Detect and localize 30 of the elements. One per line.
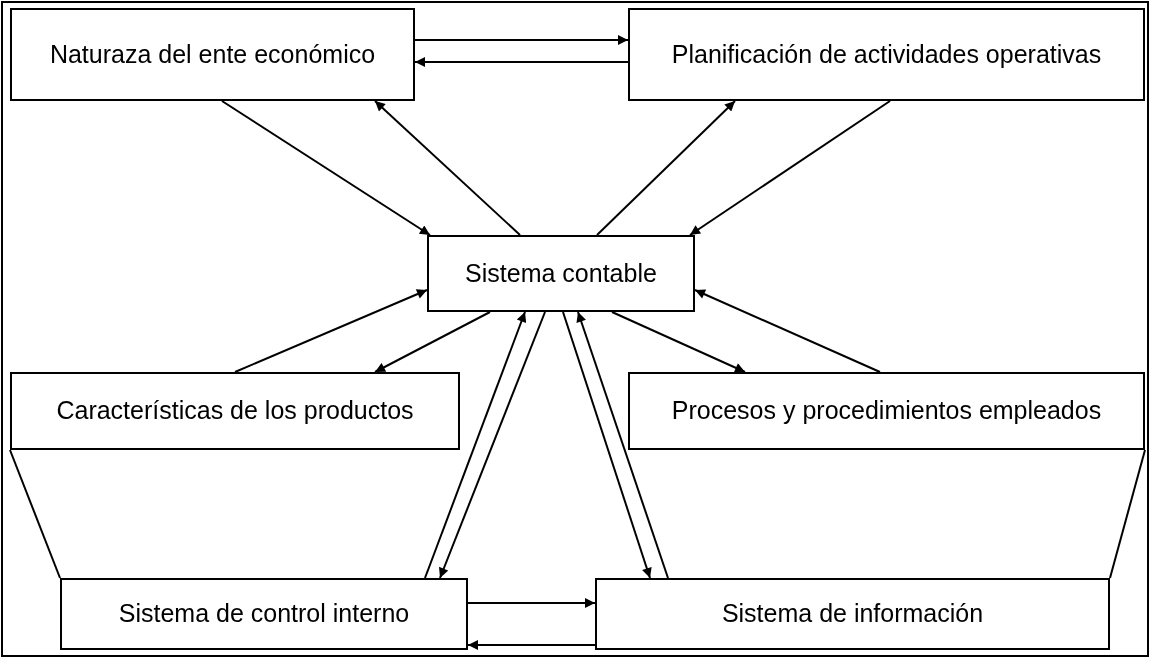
process-box xyxy=(10,372,460,450)
arrow xyxy=(689,100,891,236)
process-box xyxy=(595,578,1110,650)
arrow xyxy=(414,57,629,67)
arrow xyxy=(221,100,431,236)
arrow xyxy=(611,311,746,373)
arrow xyxy=(467,640,596,650)
arrow xyxy=(374,311,491,373)
arrow xyxy=(424,311,527,579)
box-label: Sistema de control interno xyxy=(118,598,410,630)
arrow xyxy=(439,311,546,579)
box-label: Planificación de actividades operativas xyxy=(671,38,1102,70)
arrow xyxy=(694,289,881,373)
process-box xyxy=(427,235,695,312)
box-label: Características de los productos xyxy=(56,395,414,427)
arrow xyxy=(234,289,428,373)
arrow xyxy=(374,100,521,236)
box-label: Sistema de información xyxy=(721,598,984,630)
process-box xyxy=(628,372,1145,450)
process-box xyxy=(10,8,415,101)
box-label: Sistema contable xyxy=(465,257,657,289)
process-box xyxy=(60,578,468,650)
box-label: Naturaza del ente económico xyxy=(49,38,376,70)
arrow xyxy=(467,598,596,608)
arrow xyxy=(414,35,629,45)
box-label: Procesos y procedimientos empleados xyxy=(671,395,1102,427)
arrow xyxy=(596,100,736,236)
process-box xyxy=(628,8,1145,101)
arrow xyxy=(562,311,652,579)
arrow xyxy=(576,311,669,579)
